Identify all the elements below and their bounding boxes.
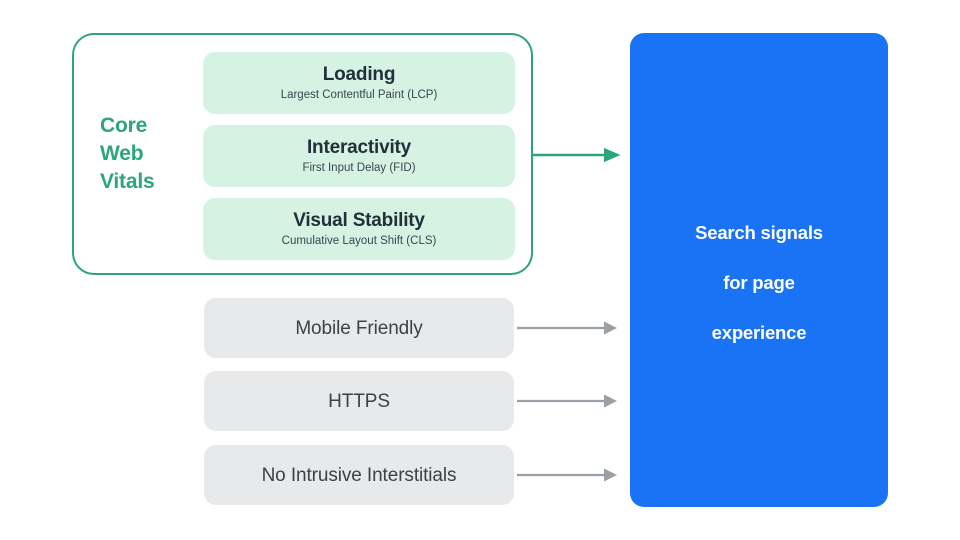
signal-title: HTTPS xyxy=(328,390,390,412)
outcome-panel-label: Search signals for page experience xyxy=(695,195,823,345)
core-web-vitals-label: Core Web Vitals xyxy=(100,112,195,196)
metric-card-visual-stability: Visual Stability Cumulative Layout Shift… xyxy=(203,198,515,260)
metric-title: Visual Stability xyxy=(293,210,425,231)
metric-card-interactivity: Interactivity First Input Delay (FID) xyxy=(203,125,515,187)
metric-title: Interactivity xyxy=(306,137,412,158)
signal-card-no-intrusive-interstitials: No Intrusive Interstitials xyxy=(204,445,514,505)
outcome-line-3: experience xyxy=(711,322,807,343)
core-web-vitals-group xyxy=(72,33,533,275)
metric-card-loading: Loading Largest Contentful Paint (LCP) xyxy=(203,52,515,114)
metric-subtitle: Cumulative Layout Shift (CLS) xyxy=(281,235,437,247)
core-web-vitals-label-line-3: Vitals xyxy=(100,170,155,193)
metric-subtitle: First Input Delay (FID) xyxy=(302,162,416,174)
signal-title: No Intrusive Interstitials xyxy=(261,464,457,486)
outcome-line-1: Search signals xyxy=(695,222,823,243)
metric-subtitle: Largest Contentful Paint (LCP) xyxy=(280,89,438,101)
outcome-panel-search-signals: Search signals for page experience xyxy=(630,33,888,507)
core-web-vitals-label-line-2: Web xyxy=(100,142,144,165)
metric-title: Loading xyxy=(322,64,396,85)
core-web-vitals-label-line-1: Core xyxy=(100,114,148,137)
outcome-line-2: for page xyxy=(723,272,795,293)
signal-card-https: HTTPS xyxy=(204,371,514,431)
signal-card-mobile-friendly: Mobile Friendly xyxy=(204,298,514,358)
signal-title: Mobile Friendly xyxy=(295,317,423,339)
